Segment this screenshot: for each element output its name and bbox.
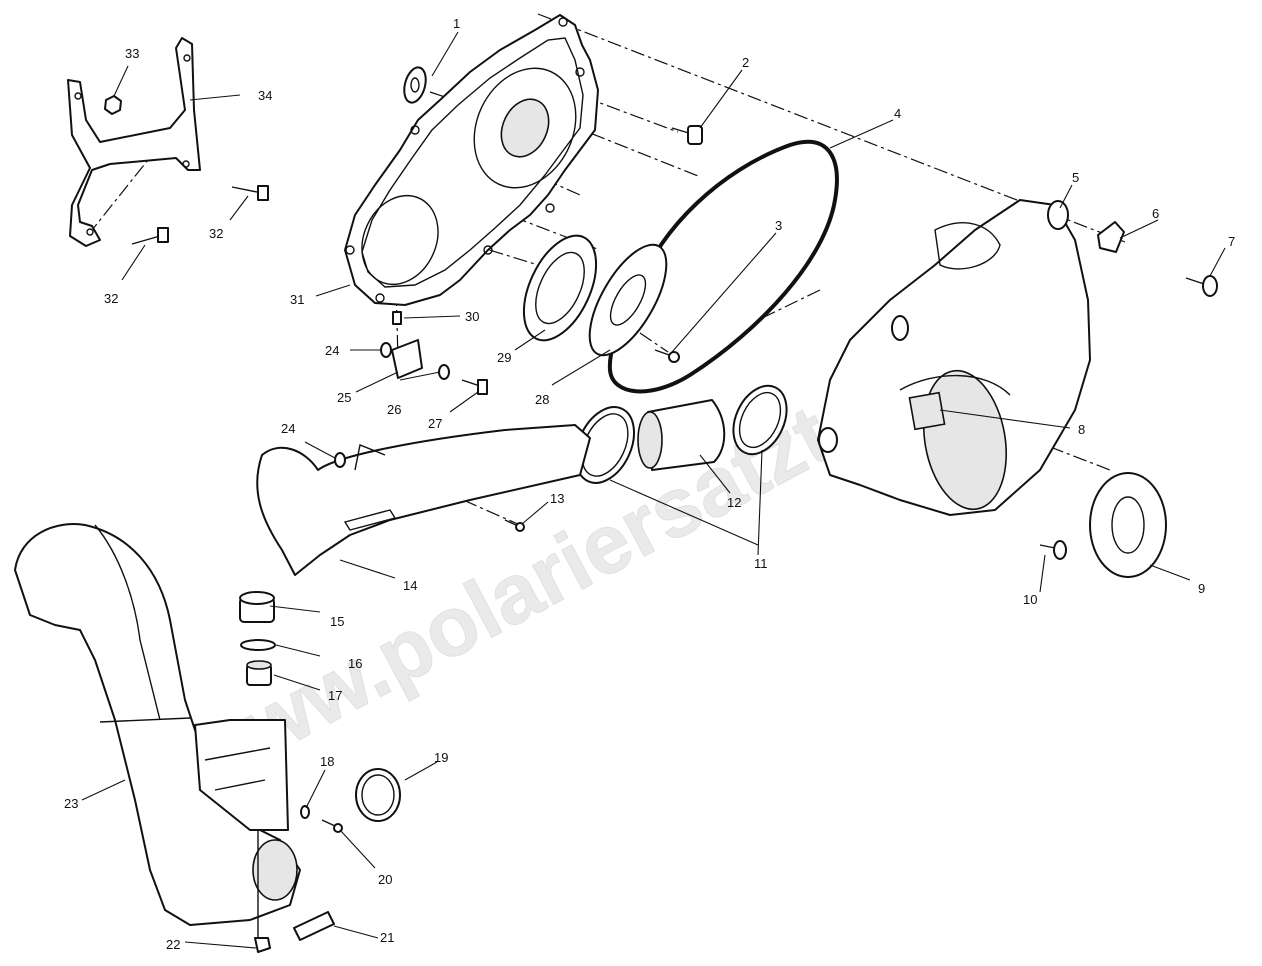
callout-29: 29: [497, 350, 511, 365]
clamp-19: [355, 768, 401, 822]
callout-26: 26: [387, 402, 401, 417]
callout-19: 19: [434, 750, 448, 765]
bolt-32-upper: [231, 185, 269, 201]
screw-10: [1039, 540, 1067, 560]
callout-24-upper: 24: [325, 343, 339, 358]
callout-4: 4: [894, 106, 901, 121]
bolt-32-lower: [131, 227, 169, 245]
o-ring-16: [240, 639, 276, 651]
drain-22: [254, 830, 271, 953]
callout-22: 22: [166, 937, 180, 952]
callout-9: 9: [1198, 581, 1205, 596]
screw-20: [321, 819, 343, 833]
callout-32-upper: 32: [209, 226, 223, 241]
callout-33: 33: [125, 46, 139, 61]
callout-1: 1: [453, 16, 460, 31]
nut-33: [104, 95, 122, 115]
callout-24-lower: 24: [281, 421, 295, 436]
washer-1: [403, 66, 427, 104]
gasket-9: [1089, 472, 1167, 578]
callout-8: 8: [1078, 422, 1085, 437]
bracket-34: [67, 37, 201, 247]
callout-30: 30: [465, 309, 479, 324]
callout-10: 10: [1023, 592, 1037, 607]
callout-15: 15: [330, 614, 344, 629]
bolt-27: [461, 379, 488, 395]
callout-21: 21: [380, 930, 394, 945]
washer-18: [300, 805, 310, 819]
clip-6: [1097, 221, 1125, 253]
callout-12: 12: [727, 495, 741, 510]
callout-14: 14: [403, 578, 417, 593]
callout-13: 13: [550, 491, 564, 506]
callout-labels: 1 2 3 4 5 6 7 8 9 10 11 12 13 14 15 16 1…: [64, 16, 1235, 952]
callout-3: 3: [775, 218, 782, 233]
washer-26: [438, 364, 450, 380]
callout-34: 34: [258, 88, 272, 103]
callout-25: 25: [337, 390, 351, 405]
callout-20: 20: [378, 872, 392, 887]
callout-23: 23: [64, 796, 78, 811]
plate-28: [588, 243, 668, 357]
callout-6: 6: [1152, 206, 1159, 221]
tube-21: [293, 911, 335, 941]
washer-24-lower: [334, 452, 346, 468]
screw-3: [654, 349, 680, 363]
adapter-17: [246, 660, 272, 686]
sleeve-12: [637, 399, 726, 471]
callout-16: 16: [348, 656, 362, 671]
callout-27: 27: [428, 416, 442, 431]
cap-15: [239, 591, 275, 623]
callout-7: 7: [1228, 234, 1235, 249]
callout-11: 11: [754, 556, 768, 571]
seal-29: [522, 234, 598, 342]
callout-28: 28: [535, 392, 549, 407]
callout-18: 18: [320, 754, 334, 769]
callout-32-lower: 32: [104, 291, 118, 306]
outer-cover-5-8: [817, 199, 1091, 516]
washer-24-upper: [380, 342, 392, 358]
stud-30: [392, 311, 402, 325]
silencer-23: [14, 523, 301, 926]
screw-13: [504, 519, 525, 532]
hose-clamp-11-right: [732, 384, 788, 456]
screw-7: [1185, 275, 1218, 297]
callout-17: 17: [328, 688, 342, 703]
callout-31: 31: [290, 292, 304, 307]
callout-2: 2: [742, 55, 749, 70]
callout-5: 5: [1072, 170, 1079, 185]
bracket-25: [391, 339, 423, 379]
leader-lines: [81, 31, 1226, 949]
bolt-2: [671, 125, 703, 145]
inner-cover-31: [344, 14, 599, 306]
drive-belt-4: [607, 139, 839, 394]
